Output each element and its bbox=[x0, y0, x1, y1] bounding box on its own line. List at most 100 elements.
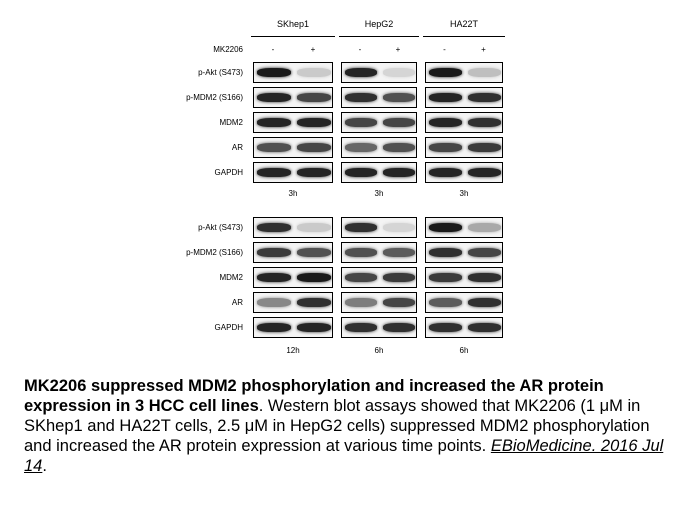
treatment-label: MK2206 bbox=[213, 45, 243, 54]
blot-strip bbox=[341, 112, 417, 133]
blot-strip bbox=[425, 162, 503, 183]
blot-strip bbox=[253, 217, 333, 238]
time-point-label: 6h bbox=[459, 346, 469, 355]
blot-strip bbox=[253, 112, 333, 133]
protein-row-label: MDM2 bbox=[219, 273, 243, 282]
blot-strip bbox=[253, 62, 333, 83]
protein-row-label: AR bbox=[231, 298, 243, 307]
cell-line-underline bbox=[339, 36, 419, 37]
protein-band bbox=[468, 323, 501, 332]
blot-strip bbox=[341, 242, 417, 263]
condition-sign: + bbox=[310, 45, 316, 54]
protein-row-label: p-MDM2 (S166) bbox=[186, 93, 243, 102]
protein-band bbox=[345, 223, 377, 232]
protein-band bbox=[257, 118, 291, 127]
protein-row-label: p-Akt (S473) bbox=[198, 223, 243, 232]
protein-band bbox=[429, 68, 462, 77]
cell-line-underline bbox=[423, 36, 505, 37]
cell-line-header: SKhep1 bbox=[276, 19, 310, 29]
time-point-label: 3h bbox=[374, 189, 384, 198]
protein-band bbox=[257, 223, 291, 232]
protein-band bbox=[429, 168, 462, 177]
blot-strip bbox=[341, 162, 417, 183]
protein-band bbox=[429, 248, 462, 257]
blot-strip bbox=[425, 137, 503, 158]
protein-band bbox=[468, 248, 501, 257]
protein-band bbox=[468, 168, 501, 177]
protein-band bbox=[383, 298, 415, 307]
protein-band bbox=[383, 93, 415, 102]
cell-line-header: HA22T bbox=[449, 19, 478, 29]
figure-caption: MK2206 suppressed MDM2 phosphorylation a… bbox=[24, 376, 664, 476]
protein-band bbox=[383, 223, 415, 232]
protein-band bbox=[429, 223, 462, 232]
protein-band bbox=[383, 273, 415, 282]
protein-band bbox=[468, 118, 501, 127]
protein-band bbox=[297, 273, 331, 282]
blot-strip bbox=[425, 317, 503, 338]
protein-band bbox=[345, 118, 377, 127]
protein-row-label: p-MDM2 (S166) bbox=[186, 248, 243, 257]
protein-band bbox=[345, 68, 377, 77]
blot-strip bbox=[425, 87, 503, 108]
protein-band bbox=[429, 273, 462, 282]
condition-sign: - bbox=[271, 45, 275, 54]
condition-sign: + bbox=[481, 45, 486, 54]
blot-strip bbox=[253, 162, 333, 183]
blot-strip bbox=[425, 267, 503, 288]
caption-end: . bbox=[42, 457, 47, 475]
time-point-label: 3h bbox=[459, 189, 469, 198]
blot-strip bbox=[341, 137, 417, 158]
blot-strip bbox=[253, 242, 333, 263]
protein-band bbox=[345, 248, 377, 257]
blot-strip bbox=[253, 317, 333, 338]
protein-band bbox=[429, 118, 462, 127]
blot-strip bbox=[425, 217, 503, 238]
protein-band bbox=[383, 143, 415, 152]
protein-row-label: MDM2 bbox=[219, 118, 243, 127]
protein-band bbox=[383, 323, 415, 332]
protein-row-label: GAPDH bbox=[214, 323, 243, 332]
protein-band bbox=[345, 168, 377, 177]
blot-strip bbox=[341, 62, 417, 83]
cell-line-header: HepG2 bbox=[364, 19, 394, 29]
protein-band bbox=[429, 93, 462, 102]
protein-band bbox=[345, 298, 377, 307]
blot-strip bbox=[425, 292, 503, 313]
protein-band bbox=[257, 68, 291, 77]
blot-strip bbox=[253, 87, 333, 108]
protein-band bbox=[297, 223, 331, 232]
protein-band bbox=[297, 323, 331, 332]
protein-band bbox=[257, 248, 291, 257]
protein-band bbox=[429, 323, 462, 332]
blot-strip bbox=[253, 267, 333, 288]
protein-band bbox=[345, 273, 377, 282]
protein-band bbox=[297, 93, 331, 102]
blot-strip bbox=[253, 137, 333, 158]
protein-band bbox=[468, 223, 501, 232]
caption-title: MK2206 suppressed MDM2 phosphorylation a… bbox=[24, 377, 604, 415]
blot-strip bbox=[341, 292, 417, 313]
blot-strip bbox=[425, 242, 503, 263]
protein-band bbox=[257, 143, 291, 152]
protein-band bbox=[383, 118, 415, 127]
protein-band bbox=[297, 68, 331, 77]
protein-band bbox=[383, 248, 415, 257]
protein-row-label: AR bbox=[231, 143, 243, 152]
protein-band bbox=[257, 168, 291, 177]
protein-band bbox=[429, 143, 462, 152]
blot-strip bbox=[341, 217, 417, 238]
protein-band bbox=[345, 143, 377, 152]
blot-strip bbox=[425, 112, 503, 133]
protein-row-label: p-Akt (S473) bbox=[198, 68, 243, 77]
blot-strip bbox=[425, 62, 503, 83]
citation-link[interactable]: EBioMedicine. 2016 Jul 14 bbox=[24, 437, 664, 475]
protein-band bbox=[297, 168, 331, 177]
blot-strip bbox=[341, 267, 417, 288]
protein-band bbox=[468, 68, 501, 77]
condition-sign: - bbox=[443, 45, 446, 54]
protein-band bbox=[468, 273, 501, 282]
protein-band bbox=[345, 323, 377, 332]
time-point-label: 6h bbox=[374, 346, 384, 355]
protein-band bbox=[468, 143, 501, 152]
